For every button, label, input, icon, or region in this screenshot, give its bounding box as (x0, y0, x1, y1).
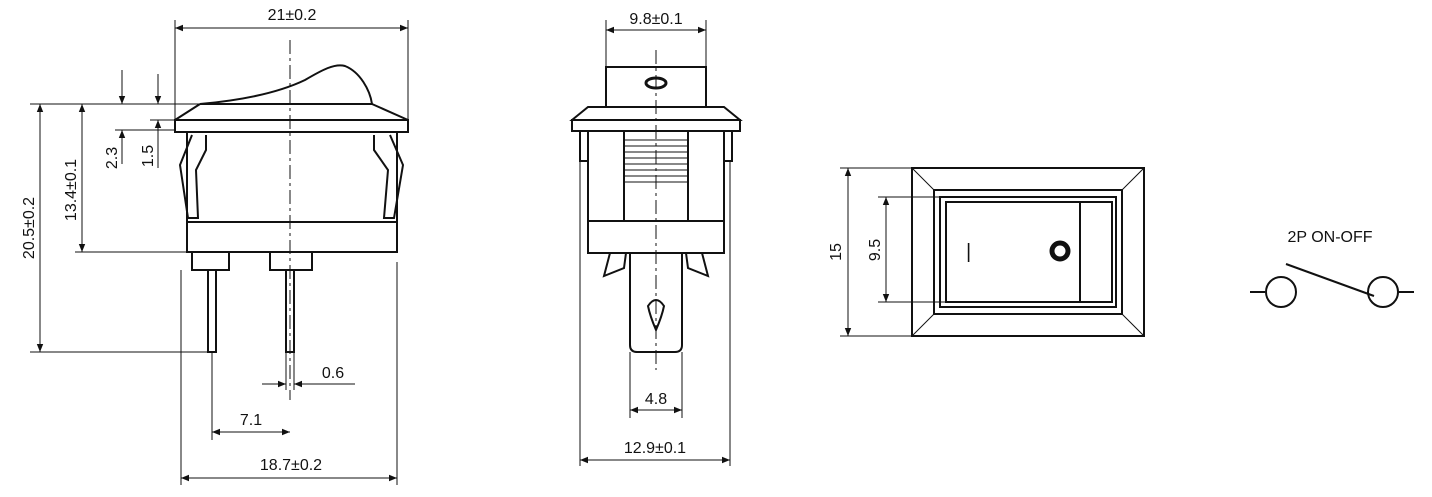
dim-front-top-width: 9.8±0.1 (629, 11, 682, 28)
top-outer-frame (911, 167, 1145, 337)
top-rocker-face (945, 201, 1113, 303)
schematic-contact-right (1367, 276, 1399, 308)
dim-rocker-rise: 2.3 (104, 147, 121, 169)
dim-side-width: 21±0.2 (268, 7, 317, 24)
side-flange (174, 119, 409, 133)
dim-front-bottom-width: 12.9±0.1 (624, 440, 686, 457)
dim-pin-pitch: 7.1 (240, 412, 262, 429)
side-pin-left (207, 269, 217, 353)
side-terminal-block-right (269, 251, 313, 271)
dim-cutout-window: 9.5 (867, 239, 884, 261)
mark-on (1049, 240, 1071, 262)
side-clip-right (373, 134, 405, 219)
dim-side-height: 20.5±0.2 (21, 197, 38, 259)
side-view: 21±0.2 20.5±0.2 13.4±0.1 2.3 1.5 0.6 7.1 (21, 7, 409, 485)
schematic-label: 2P ON-OFF (1287, 229, 1372, 246)
mark-off: | (966, 241, 971, 263)
switch-schematic: 2P ON-OFF (1250, 229, 1414, 308)
dim-side-bottom-width: 18.7±0.2 (260, 457, 322, 474)
side-clip-left (178, 134, 207, 219)
front-view: 9.8±0.1 4.8 12.9±0.1 (569, 11, 743, 466)
dim-side-body-height: 13.4±0.1 (63, 159, 80, 221)
top-view: | 15 9.5 (828, 167, 1145, 337)
dim-front-terminal-width: 4.8 (645, 391, 667, 408)
dim-cutout-height: 15 (828, 243, 845, 261)
dim-pin-thickness: 0.6 (322, 365, 344, 382)
side-body (186, 131, 398, 253)
schematic-contact-left (1265, 276, 1297, 308)
side-rocker (199, 64, 373, 105)
dim-flange: 1.5 (140, 145, 157, 167)
side-terminal-block-left (191, 251, 230, 271)
